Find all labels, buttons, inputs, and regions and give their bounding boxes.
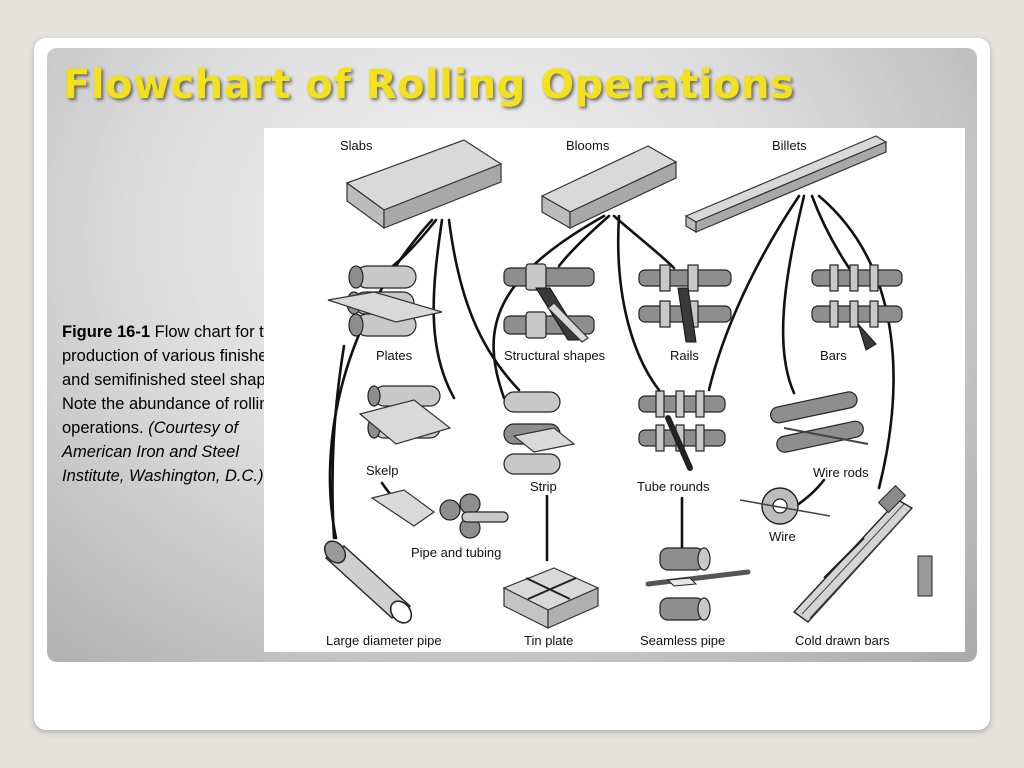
slab-illustration [345,139,503,230]
caption-credit: (Courtesy of American Iron and Steel Ins… [62,419,264,485]
pipe-and-tubing-illustration [370,489,509,539]
label-cold-drawn-bars: Cold drawn bars [795,633,890,648]
slide: Flowchart of Rolling Operations Figure 1… [47,48,977,662]
label-tube-rounds: Tube rounds [637,479,710,494]
label-structural-shapes: Structural shapes [504,348,606,363]
rails-rolls-illustration [638,264,732,343]
caption-text: Flow chart for the production of various… [62,323,288,437]
line-billets-colddrawn [817,194,895,490]
label-wire-rods: Wire rods [813,465,869,480]
large-diameter-pipe-illustration [323,540,413,624]
figure-caption: Figure 16-1 Flow chart for the productio… [62,320,298,488]
figure-number: Figure 16-1 [62,323,151,341]
line-slabs-strip [447,218,521,392]
label-plates: Plates [376,348,413,363]
flowchart-labels: Slabs Blooms Billets Plates Structural s… [326,138,890,648]
label-billets: Billets [772,138,807,153]
label-pipe-and-tubing: Pipe and tubing [411,545,501,560]
line-plates-largepipe [331,344,346,540]
line-billets-bars [810,194,851,270]
flow-connectors [328,194,895,562]
wire-coil-illustration [739,487,831,525]
label-rails: Rails [670,348,699,363]
label-slabs: Slabs [340,138,373,153]
label-large-diameter-pipe: Large diameter pipe [326,633,442,648]
label-strip: Strip [530,479,557,494]
structural-shapes-rolls-illustration [503,263,595,343]
line-billets-wirerods [781,194,806,395]
line-wirerods-wire [794,478,826,508]
line-slabs-skelp [432,218,456,400]
flowchart-drawing: Slabs Blooms Billets Plates Structural s… [323,135,933,648]
label-seamless-pipe: Seamless pipe [640,633,725,648]
tube-rounds-rolls-illustration [638,390,726,471]
wire-rods-rolls-illustration [770,391,869,453]
label-bars: Bars [820,348,847,363]
billet-illustration [684,135,888,234]
slide-title: Flowchart of Rolling Operations [63,62,795,108]
line-blooms-strip [492,214,606,400]
line-blooms-rails [612,214,676,270]
line-slabs-largepipe [328,218,434,540]
plates-rolls-illustration [327,265,443,337]
line-billets-tuberounds [707,194,801,392]
strip-rolls-illustration [503,391,576,475]
tin-plate-illustration [502,567,600,629]
label-skelp: Skelp [366,463,399,478]
skelp-rolls-illustration [358,385,452,445]
seamless-pipe-illustration [645,547,751,621]
label-tin-plate: Tin plate [524,633,573,648]
line-blooms-structural [557,214,611,268]
bars-rolls-illustration [811,264,903,351]
line-blooms-tuberounds [617,214,661,392]
cold-drawn-bars-illustration [792,484,933,623]
rolling-flowchart-figure: Slabs Blooms Billets Plates Structural s… [264,128,965,652]
label-blooms: Blooms [566,138,610,153]
label-wire: Wire [769,529,796,544]
bloom-illustration [540,145,678,230]
